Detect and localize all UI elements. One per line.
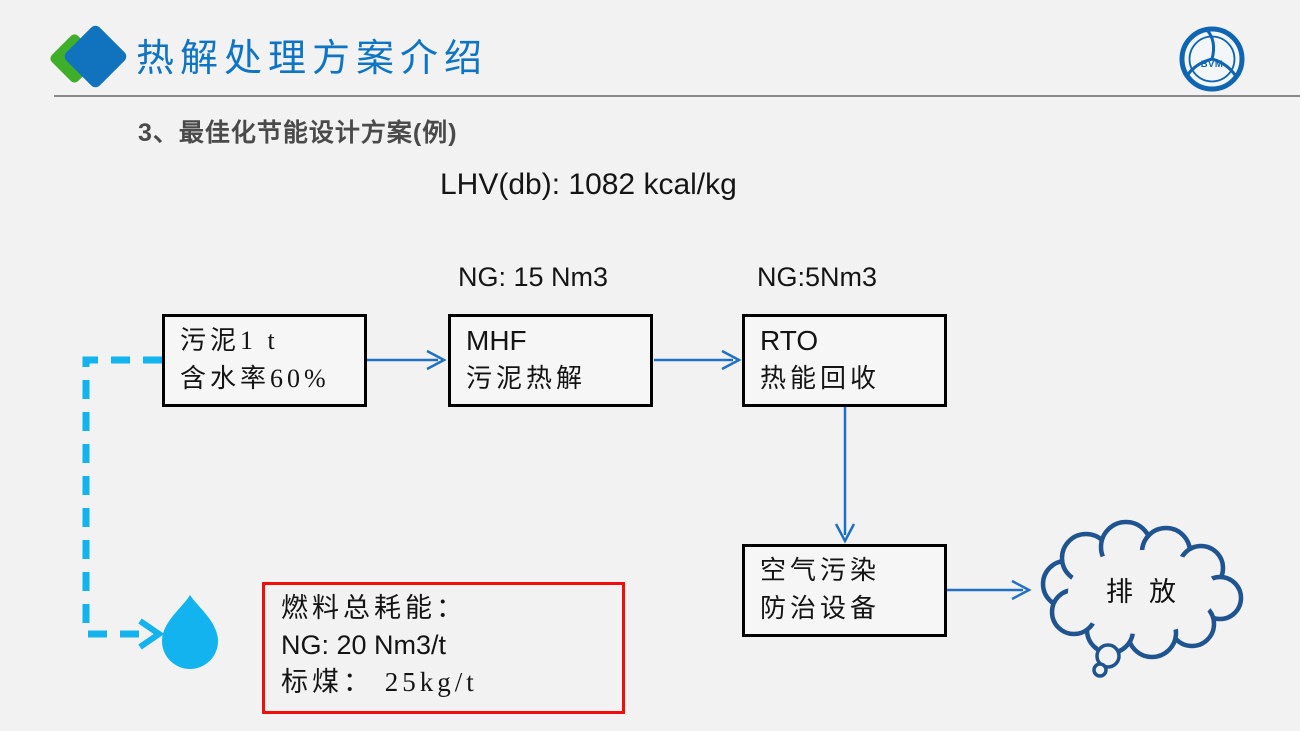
fuel-summary-box: 燃料总耗能： NG: 20 Nm3/t 标煤： 25kg/t	[262, 582, 625, 714]
sludge-input-box: 污泥1 t 含水率60%	[162, 314, 367, 407]
box-line: 污泥热解	[466, 364, 587, 393]
header-divider	[54, 95, 1300, 97]
arrowhead-icon	[1011, 579, 1032, 601]
dashed-arrowhead-icon	[138, 618, 165, 650]
lhv-annotation: LHV(db): 1082 kcal/kg	[440, 168, 737, 201]
page-title: 热解处理方案介绍	[136, 38, 489, 80]
water-drop-icon	[162, 595, 218, 669]
dashed-recycle-connector	[82, 356, 162, 638]
logo-text: BVM	[1201, 59, 1224, 70]
box-line: RTO	[760, 325, 819, 356]
cloud-tail-bubbles-icon	[1092, 643, 1121, 678]
fuel-summary-line: NG: 20 Nm3/t	[281, 630, 447, 660]
rto-heat-recovery-box: RTO 热能回收	[742, 314, 947, 407]
arrowhead-icon	[426, 349, 447, 371]
box-line: 防治设备	[760, 594, 881, 623]
emission-cloud-label: 排放	[1106, 577, 1192, 607]
ng-annotation-rto: NG:5Nm3	[757, 262, 878, 292]
box-line: MHF	[466, 325, 527, 356]
fuel-summary-line: 燃料总耗能：	[281, 593, 467, 623]
ng-annotation-mhf: NG: 15 Nm3	[458, 262, 609, 292]
air-pollution-control-box: 空气污染 防治设备	[742, 544, 947, 637]
section-subtitle: 3、最佳化节能设计方案(例)	[138, 119, 458, 147]
company-logo-icon: BVM	[1179, 26, 1245, 92]
arrowhead-icon	[834, 523, 856, 544]
fuel-summary-line: 标煤： 25kg/t	[281, 667, 478, 697]
box-line: 热能回收	[760, 364, 881, 393]
box-line: 空气污染	[760, 556, 881, 585]
mhf-pyrolysis-box: MHF 污泥热解	[448, 314, 653, 407]
arrowhead-icon	[721, 349, 742, 371]
box-line: 污泥1 t	[180, 326, 279, 355]
box-line: 含水率60%	[180, 364, 330, 393]
